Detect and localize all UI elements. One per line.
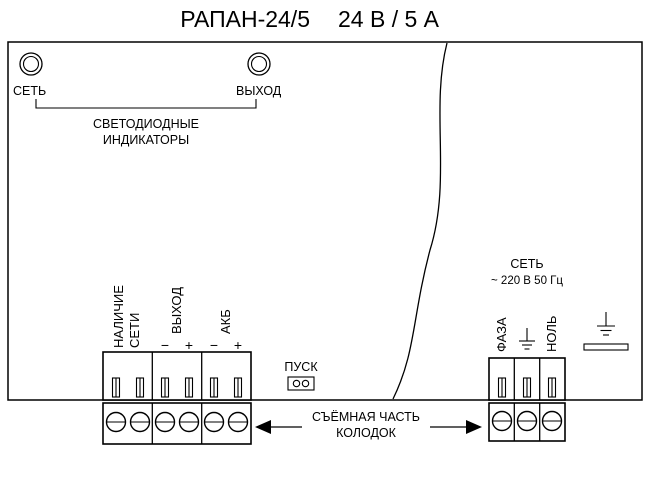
battery-minus-sign: − [210, 337, 218, 353]
label-neutral: НОЛЬ [544, 316, 559, 352]
wire-clamp-slot [184, 377, 194, 398]
chassis-ground-symbol-icon [583, 312, 629, 351]
device-outline [7, 41, 643, 401]
label-phase: ФАЗА [494, 317, 509, 352]
wire-clamp-slot [497, 377, 507, 398]
led-net-indicator-icon [19, 52, 43, 76]
page-title: РАПАН-24/5 24 В / 5 А [180, 6, 439, 32]
device-rating-title: 24 В / 5 А [338, 6, 440, 32]
wire-clamp-slot [111, 377, 121, 398]
screw-terminal [154, 411, 176, 433]
led-caption-line1: СВЕТОДИОДНЫЕ [93, 117, 199, 131]
removable-caption-line2: КОЛОДОК [336, 426, 397, 440]
mains-terminal-block-removable [488, 402, 566, 442]
device-model-title: РАПАН-24/5 [180, 6, 310, 32]
screw-terminal [129, 411, 151, 433]
left-terminal-block-fixed [102, 351, 252, 401]
led-net-label: СЕТЬ [13, 84, 46, 98]
screw-terminal [491, 410, 513, 432]
label-output: ВЫХОД [169, 287, 184, 334]
wire-clamp-slot [160, 377, 170, 398]
ground-lug-bar [583, 343, 629, 351]
label-presence-line2: СЕТИ [127, 313, 142, 348]
break-line [392, 42, 448, 400]
led-out-indicator-icon [247, 52, 271, 76]
mains-terminal-block-fixed [488, 357, 566, 401]
output-plus-sign: + [185, 337, 193, 353]
wire-clamp-slot [209, 377, 219, 398]
screw-terminal [105, 411, 127, 433]
mains-title: СЕТЬ [510, 257, 543, 271]
wire-clamp-slot [522, 377, 532, 398]
screw-terminal [541, 410, 563, 432]
left-arrow-icon [255, 420, 302, 434]
label-battery: АКБ [218, 309, 233, 334]
wire-clamp-slot [233, 377, 243, 398]
mains-rating: ~ 220 В 50 Гц [491, 275, 563, 287]
screw-terminal [203, 411, 225, 433]
earth-ground-symbol-icon [519, 328, 535, 350]
removable-caption-line1: СЪЁМНАЯ ЧАСТЬ [312, 410, 420, 424]
screw-terminal [516, 410, 538, 432]
led-caption-line2: ИНДИКАТОРЫ [103, 133, 189, 147]
wire-clamp-slot [135, 377, 145, 398]
left-terminal-block-removable [102, 402, 252, 445]
jumper-label: ПУСК [284, 360, 318, 374]
led-out-label: ВЫХОД [236, 84, 282, 98]
screw-terminal [227, 411, 249, 433]
led-group-brace [35, 99, 257, 109]
battery-plus-sign: + [234, 337, 242, 353]
right-arrow-icon [430, 420, 482, 434]
wire-clamp-slot [547, 377, 557, 398]
label-presence-line1: НАЛИЧИЕ [111, 285, 126, 348]
jumper-pins-icon [287, 376, 315, 391]
screw-terminal [178, 411, 200, 433]
output-minus-sign: − [161, 337, 169, 353]
